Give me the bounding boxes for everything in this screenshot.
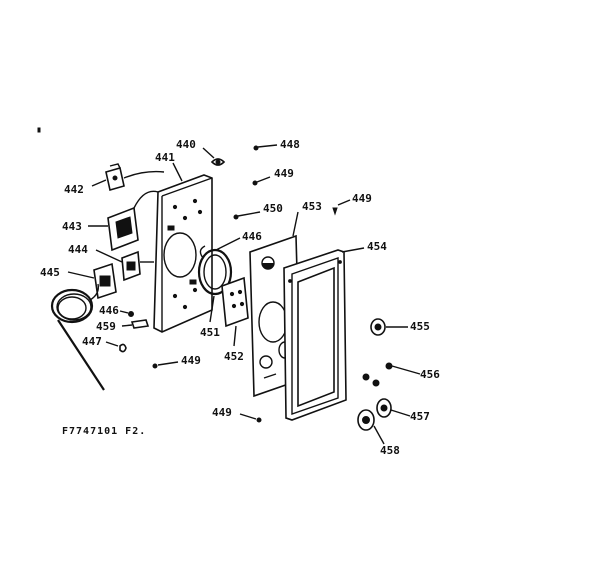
callout-458: 458 — [380, 444, 400, 457]
part-454-frame — [283, 247, 365, 421]
part-449-screw-a — [252, 176, 271, 186]
callout-447: 447 — [82, 335, 102, 348]
part-440-clip — [202, 147, 226, 166]
callout-450: 450 — [263, 202, 283, 215]
part-449-screw-d — [239, 413, 262, 423]
callout-448: 448 — [280, 138, 300, 151]
capillary-coil — [50, 283, 105, 391]
callout-445: 445 — [40, 266, 60, 279]
callout-449-d: 449 — [212, 406, 232, 419]
callout-443: 443 — [62, 220, 82, 233]
part-458-knob — [357, 409, 385, 445]
callout-446-screw: 446 — [99, 304, 119, 317]
callout-453: 453 — [302, 200, 322, 213]
callout-441: 441 — [155, 151, 175, 164]
callout-459: 459 — [96, 320, 116, 333]
callout-444: 444 — [68, 243, 88, 256]
part-456-knobs — [362, 362, 421, 387]
figure-code: F7747101 F2. — [62, 426, 146, 437]
stray-mark — [37, 127, 41, 133]
callout-456: 456 — [420, 368, 440, 381]
callout-449-a: 449 — [274, 167, 294, 180]
callout-455: 455 — [410, 320, 430, 333]
callout-449-c: 449 — [181, 354, 201, 367]
callout-452: 452 — [224, 350, 244, 363]
part-445-thermostat — [67, 262, 117, 300]
part-446-screw — [119, 310, 134, 317]
callout-449-b: 449 — [352, 192, 372, 205]
leader-451 — [209, 295, 215, 323]
part-442-switch — [91, 163, 165, 192]
part-448-screw — [253, 144, 278, 151]
part-444-control — [95, 249, 154, 282]
part-452-bracket-plate — [221, 276, 249, 347]
part-447-clip — [105, 341, 127, 353]
callout-451: 451 — [200, 326, 220, 339]
callout-454: 454 — [367, 240, 387, 253]
part-459-bracket — [121, 319, 150, 329]
part-449-screw-b — [332, 199, 351, 216]
part-446-ring — [197, 237, 241, 296]
callout-446-ring: 446 — [242, 230, 262, 243]
part-457-knob — [376, 398, 411, 418]
part-449-screw-c — [152, 361, 179, 369]
part-450-screw — [233, 211, 261, 220]
part-443-timer — [88, 190, 159, 252]
part-455-knob — [370, 318, 408, 336]
callout-457: 457 — [410, 410, 430, 423]
callout-440: 440 — [176, 138, 196, 151]
callout-442: 442 — [64, 183, 84, 196]
